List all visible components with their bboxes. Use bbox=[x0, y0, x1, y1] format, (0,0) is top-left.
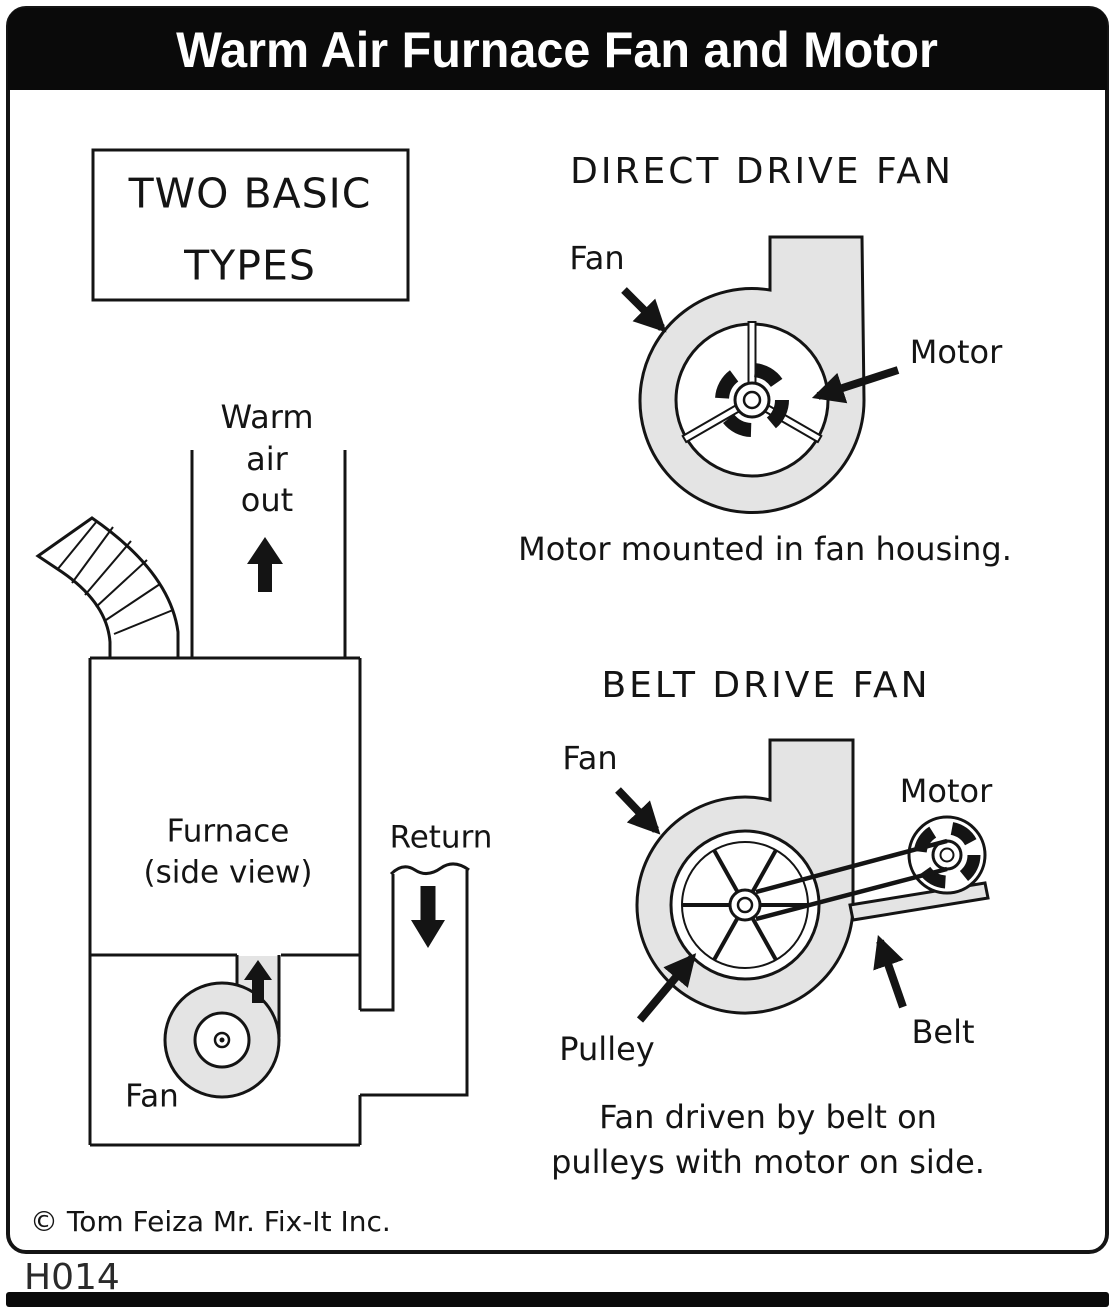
bd-pulley-label: Pulley bbox=[559, 1030, 655, 1068]
diagram-code: H014 bbox=[24, 1257, 120, 1298]
title-bar bbox=[8, 8, 1107, 90]
return-down-arrow bbox=[411, 886, 445, 948]
bottom-bar bbox=[6, 1292, 1109, 1307]
furnace-label-line2: (side view) bbox=[143, 854, 313, 891]
dd-motor-segments bbox=[715, 363, 789, 437]
bd-caption-line1: Fan driven by belt on bbox=[599, 1098, 937, 1136]
return-label: Return bbox=[389, 819, 493, 856]
furnace-fan-label: Fan bbox=[125, 1078, 179, 1115]
return-duct-outline bbox=[360, 870, 469, 1097]
flue-hatch-lines bbox=[56, 520, 174, 635]
belt-lines bbox=[755, 838, 948, 922]
types-box-line2: TYPES bbox=[184, 241, 316, 290]
page-title: Warm Air Furnace Fan and Motor bbox=[176, 22, 938, 78]
bd-motor-pulley-inner bbox=[939, 847, 955, 863]
bd-fan-pointer-arrow bbox=[615, 787, 661, 835]
bd-wheel-spokes bbox=[682, 849, 808, 961]
belt-drive-heading: BELT DRIVE FAN bbox=[601, 665, 931, 706]
types-box-outline bbox=[91, 148, 410, 302]
return-duct-torn-edge bbox=[389, 862, 470, 876]
furnace-fan-hub-dot bbox=[219, 1037, 225, 1043]
furnace-body-outline bbox=[88, 656, 362, 1147]
dd-motor-pointer-arrow bbox=[811, 366, 900, 404]
dd-motor-hub-inner bbox=[742, 390, 762, 410]
dd-fan-pointer-arrow bbox=[621, 287, 667, 333]
bd-belt-pointer-arrow bbox=[873, 934, 907, 1009]
bd-motor-segments bbox=[913, 821, 981, 889]
fan-duct-up-arrow bbox=[244, 960, 272, 1003]
direct-drive-heading: DIRECT DRIVE FAN bbox=[570, 151, 954, 192]
bd-fan-label: Fan bbox=[562, 739, 618, 777]
bd-belt-label: Belt bbox=[911, 1013, 975, 1051]
bd-pulley-pointer-arrow bbox=[636, 953, 697, 1023]
bd-motor-label: Motor bbox=[899, 772, 993, 810]
dd-caption: Motor mounted in fan housing. bbox=[518, 530, 1012, 568]
bd-caption-line2: pulleys with motor on side. bbox=[551, 1143, 985, 1181]
warm-air-label-line1: Warm bbox=[220, 398, 314, 436]
dd-motor-label: Motor bbox=[909, 333, 1003, 371]
warm-air-label-line2: air bbox=[246, 440, 288, 478]
bd-fan-pulley-inner bbox=[736, 896, 754, 914]
types-box-line1: TWO BASIC bbox=[128, 169, 372, 218]
warm-air-label-line3: out bbox=[240, 481, 294, 519]
furnace-label-line1: Furnace bbox=[166, 813, 290, 850]
dd-fan-label: Fan bbox=[569, 239, 625, 277]
warm-air-up-arrow bbox=[247, 537, 283, 592]
copyright-text: © Tom Feiza Mr. Fix-It Inc. bbox=[30, 1205, 391, 1238]
